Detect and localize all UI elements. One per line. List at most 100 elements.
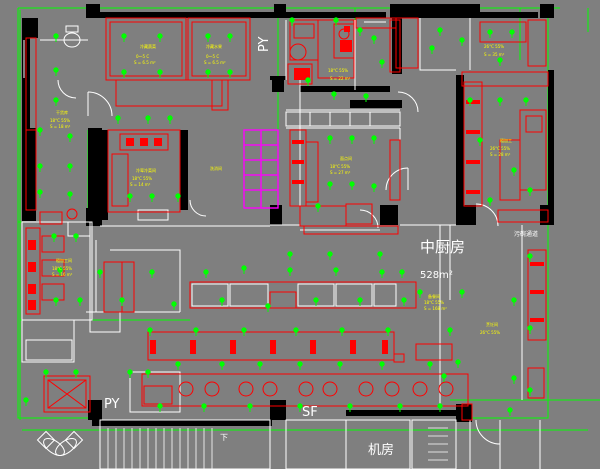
light-marker	[333, 17, 339, 26]
svg-text:面点间: 面点间	[340, 155, 352, 161]
light-marker	[227, 33, 233, 42]
light-marker	[313, 297, 319, 306]
light-marker	[287, 251, 293, 260]
light-marker	[37, 163, 43, 172]
light-marker	[331, 91, 337, 100]
light-marker	[127, 369, 133, 378]
light-marker	[241, 327, 247, 336]
light-marker	[379, 361, 385, 370]
light-marker	[53, 97, 59, 106]
light-marker	[149, 269, 155, 278]
light-marker	[53, 297, 59, 306]
light-marker	[371, 135, 377, 144]
light-marker	[487, 197, 493, 206]
dirty-dish-corridor-label: 污碗通道	[514, 230, 538, 238]
svg-text:26°C 55%: 26°C 55%	[480, 330, 500, 335]
stair-treads	[99, 427, 448, 469]
light-marker	[327, 251, 333, 260]
svg-text:18°C 55%: 18°C 55%	[424, 300, 444, 305]
svg-text:26°C 55%: 26°C 55%	[490, 146, 510, 151]
light-marker	[399, 269, 405, 278]
light-marker	[119, 297, 125, 306]
light-marker	[145, 369, 151, 378]
svg-text:冷荤冷菜间: 冷荤冷菜间	[136, 167, 156, 173]
svg-text:S = 6.5 m²: S = 6.5 m²	[134, 60, 156, 65]
light-marker	[497, 57, 503, 66]
light-marker	[455, 359, 461, 368]
light-marker	[297, 403, 303, 412]
light-marker	[157, 69, 163, 78]
light-marker	[523, 97, 529, 106]
red-fixtures	[28, 26, 544, 354]
light-marker	[121, 33, 127, 42]
light-marker	[37, 127, 43, 136]
light-marker	[527, 253, 533, 262]
light-marker	[241, 265, 247, 274]
light-marker	[339, 327, 345, 336]
light-marker	[121, 69, 127, 78]
light-marker	[447, 327, 453, 336]
light-marker	[429, 45, 435, 54]
svg-text:S = 16 m²: S = 16 m²	[52, 272, 73, 277]
light-marker	[441, 373, 447, 382]
light-marker	[53, 67, 59, 76]
svg-text:S = 22 m²: S = 22 m²	[330, 76, 351, 81]
light-marker	[247, 403, 253, 412]
svg-text:S = 27 m²: S = 27 m²	[330, 170, 351, 175]
light-marker	[349, 181, 355, 190]
light-marker	[287, 267, 293, 276]
light-marker	[265, 303, 271, 312]
light-marker	[379, 269, 385, 278]
light-marker	[205, 69, 211, 78]
svg-text:0～5 C: 0～5 C	[206, 54, 219, 59]
light-marker	[315, 203, 321, 212]
light-marker	[157, 33, 163, 42]
light-marker	[327, 181, 333, 190]
light-marker	[417, 289, 423, 298]
light-marker	[37, 189, 43, 198]
light-marker	[459, 37, 465, 46]
light-marker	[67, 163, 73, 172]
light-marker	[67, 191, 73, 200]
light-marker	[487, 29, 493, 38]
light-marker	[219, 297, 225, 306]
light-marker	[193, 327, 199, 336]
light-marker	[51, 233, 57, 242]
light-marker	[437, 27, 443, 36]
svg-text:S = 35 m²: S = 35 m²	[484, 52, 505, 57]
island-dividers	[191, 111, 401, 307]
svg-text:冷藏水果: 冷藏水果	[206, 43, 222, 49]
light-marker	[427, 361, 433, 370]
svg-text:粗加工间: 粗加工间	[56, 257, 72, 263]
light-marker	[527, 387, 533, 396]
light-marker	[43, 369, 49, 378]
svg-text:备餐间: 备餐间	[428, 293, 440, 299]
light-marker	[23, 397, 29, 406]
red-equipment	[25, 17, 549, 421]
light-marker	[77, 297, 83, 306]
svg-text:26°C 55%: 26°C 55%	[484, 44, 504, 49]
light-marker	[67, 133, 73, 142]
light-marker	[379, 59, 385, 68]
light-marker	[171, 301, 177, 310]
svg-text:18°C 55%: 18°C 55%	[52, 266, 72, 271]
svg-text:洗消间: 洗消间	[210, 165, 222, 171]
light-marker	[167, 115, 173, 124]
sf-label: SF	[302, 405, 318, 420]
light-marker	[57, 267, 63, 276]
light-marker	[437, 403, 443, 412]
svg-text:冷藏蔬菜: 冷藏蔬菜	[140, 43, 156, 49]
light-markers	[23, 17, 533, 416]
svg-text:S = 6.5 m²: S = 6.5 m²	[204, 60, 226, 65]
light-marker	[297, 361, 303, 370]
light-marker	[397, 403, 403, 412]
light-marker	[205, 33, 211, 42]
light-marker	[371, 35, 377, 44]
light-marker	[507, 407, 513, 416]
light-marker	[257, 361, 263, 370]
light-marker	[497, 97, 503, 106]
light-marker	[333, 267, 339, 276]
py-label-lower: PY	[104, 397, 120, 412]
svg-text:S = 28 m²: S = 28 m²	[490, 152, 511, 157]
